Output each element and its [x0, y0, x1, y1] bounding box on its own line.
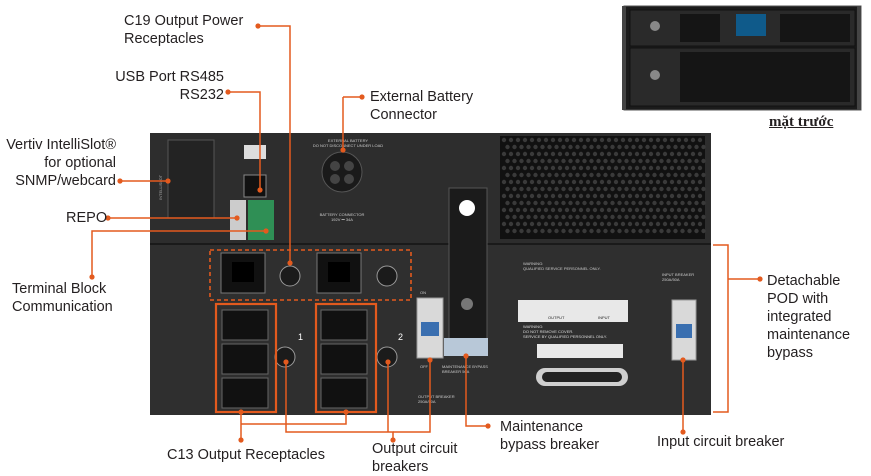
label-repo: REPO	[66, 210, 108, 226]
label-input-breaker: Input circuit breaker	[657, 434, 785, 450]
svg-text:INPUT: INPUT	[598, 315, 611, 320]
label-c13-receptacles: C13 Output Receptacles	[167, 447, 325, 463]
intellislot-cover	[167, 139, 215, 219]
svg-text:WARNING:DO NOT REMOVE COVER.SE: WARNING:DO NOT REMOVE COVER.SERVICE BY Q…	[523, 324, 607, 339]
input-output-label	[518, 300, 628, 322]
svg-text:2: 2	[398, 332, 403, 342]
svg-text:INTELLISLOT: INTELLISLOT	[158, 174, 163, 200]
label-external-battery-connector: External Battery Connector	[370, 89, 474, 123]
label-detachable-pod: Detachable POD with integrated maintenan…	[767, 273, 851, 361]
c19-outline	[209, 249, 412, 301]
front-logo-icon	[650, 21, 660, 31]
output-breaker-knob-1	[279, 265, 301, 287]
usb-port	[244, 145, 266, 159]
label-maintenance-bypass: Maintenance bypass breaker	[500, 419, 600, 453]
svg-text:OUTPUT: OUTPUT	[548, 315, 565, 320]
svg-text:ON: ON	[420, 290, 426, 295]
label-c19-receptacles: C19 Output Power Receptacles	[124, 13, 244, 47]
leader-dots	[89, 23, 763, 443]
front-lcd-screen	[736, 14, 766, 36]
label-terminal-block: Terminal Block Communication	[12, 281, 113, 315]
output-breaker-knob-2	[376, 265, 398, 287]
label-intellislot: Vertiv IntelliSlot® for optional SNMP/we…	[6, 137, 116, 189]
rs232-port	[243, 174, 267, 198]
c13-outline-left	[214, 302, 278, 414]
c13-bank-left	[221, 309, 269, 409]
svg-text:OFF: OFF	[420, 364, 429, 369]
front-view-image	[622, 5, 862, 111]
label-output-breakers: Output circuit breakers	[372, 441, 458, 475]
front-view-caption: mặt trước	[769, 114, 834, 130]
leader-lines	[91, 25, 760, 440]
svg-text:WARNING:QUALIFIED SERVICE PERS: WARNING:QUALIFIED SERVICE PERSONNEL ONLY…	[523, 261, 601, 271]
c13-bank-right	[320, 309, 368, 409]
external-battery-connector	[321, 151, 363, 193]
label-usb-port: USB Port RS485 RS232	[115, 69, 224, 103]
svg-text:1: 1	[298, 332, 303, 342]
repo-terminal-block	[248, 200, 274, 240]
